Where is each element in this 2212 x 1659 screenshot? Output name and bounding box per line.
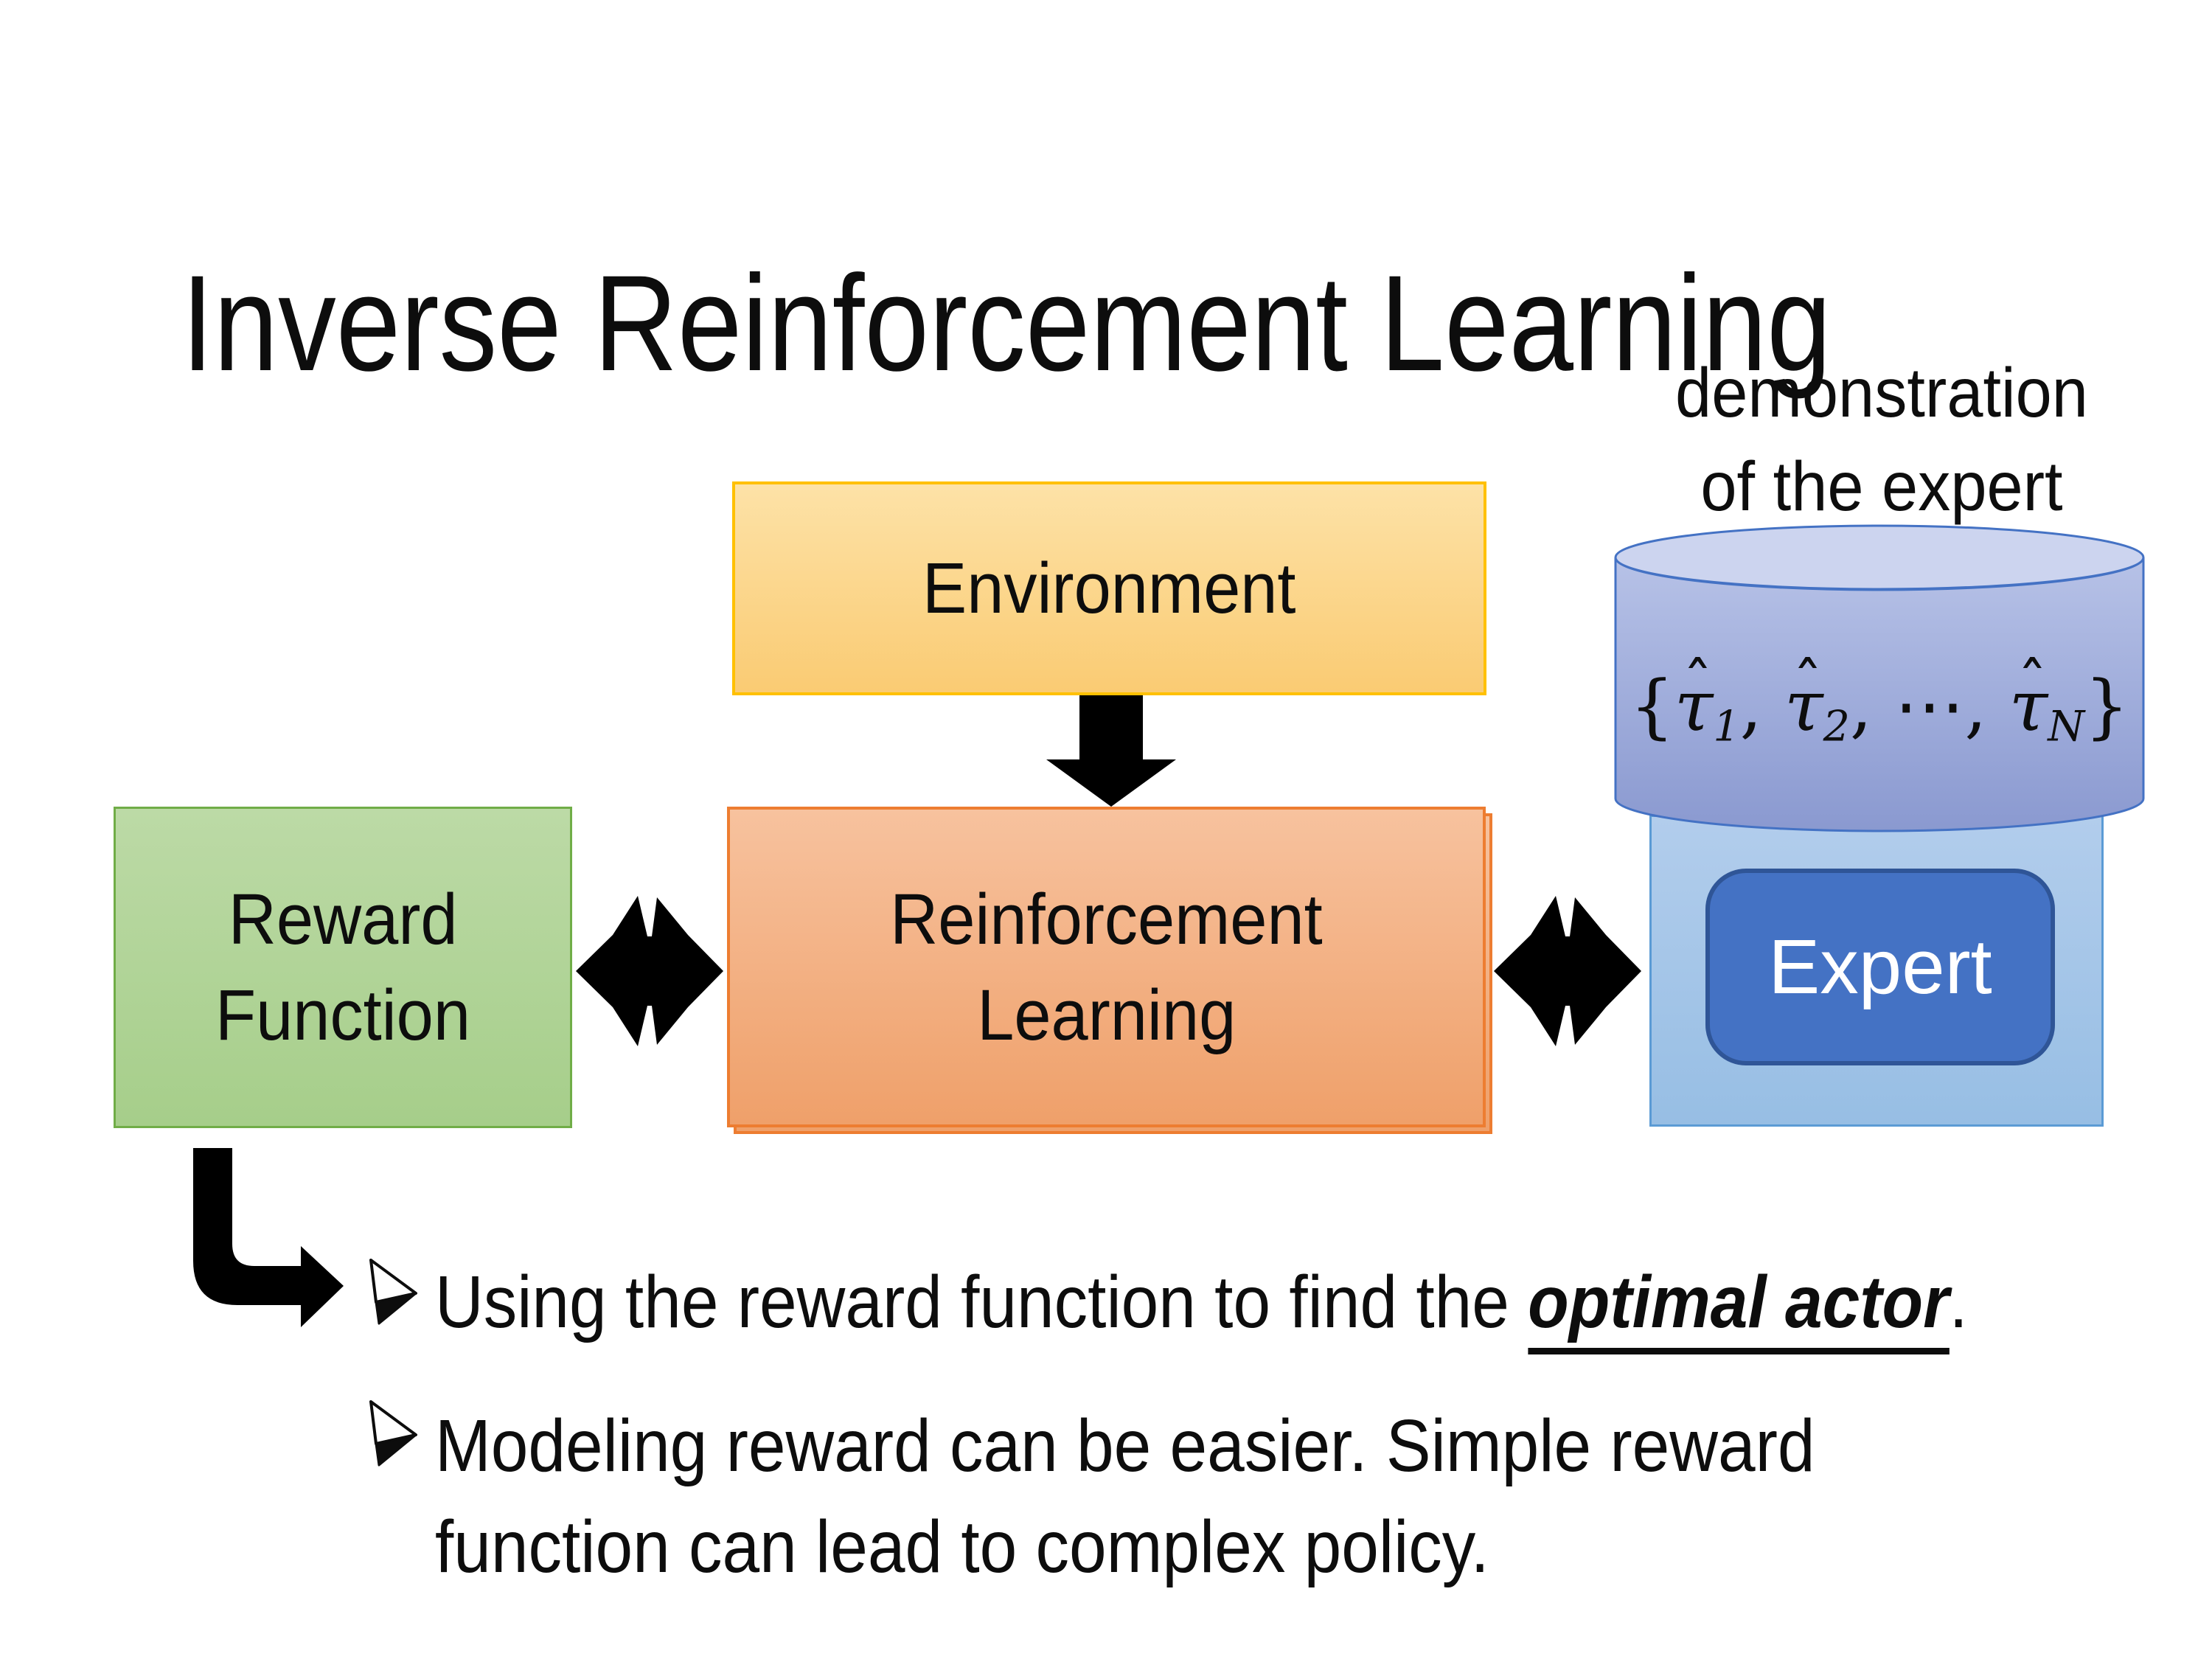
reinforcement-learning-box: Reinforcement Learning [727,807,1486,1127]
bullet1-prefix: Using the reward function to find the [435,1261,1528,1343]
environment-to-rl-arrow-icon [1046,695,1176,807]
reinforcement-learning-label-line1: Reinforcement [890,878,1323,959]
demonstration-caption-line1: demonstration [1675,354,2088,432]
bullet-arrow-icon [369,1259,417,1325]
formula-sub-N: N [2048,702,2085,751]
double-arrow-shape [1494,896,1641,1046]
bullet1-suffix: . [1949,1261,1968,1343]
environment-label: Environment [922,548,1296,629]
formula-sub-1: 1 [1713,702,1740,751]
bullet-item-2: Modeling reward can be easier. Simple re… [435,1396,1815,1598]
bullet-arrow-lower [375,1433,417,1467]
bullet-arrow-icon [369,1400,417,1467]
reinforcement-learning-label-line2: Learning [976,974,1237,1055]
double-arrow-shape [576,896,723,1046]
elbow-arrow-shape [193,1148,344,1327]
bullet2-line2: function can lead to complex policy. [435,1506,1489,1588]
reward-function-box: Reward Function [114,807,572,1128]
bullet1-emphasis: optimal actor [1528,1261,1950,1354]
bullet2-line1: Modeling reward can be easier. Simple re… [435,1405,1815,1487]
demonstration-database-icon [1614,524,2145,832]
formula-sub-2: 2 [1823,702,1850,751]
formula-close-brace: } [2084,666,2129,747]
environment-box: Environment [732,481,1486,695]
formula-open-brace: { [1630,666,1674,747]
expert-label: Expert [1768,923,1992,1010]
reward-function-label-line1: Reward [228,879,458,960]
down-arrow-shape [1046,695,1176,807]
rl-expert-double-arrow-icon [1494,896,1641,1046]
reward-rl-double-arrow-icon [576,896,723,1046]
reward-to-bullet-elbow-arrow-icon [193,1148,344,1327]
expert-box: Expert [1705,869,2055,1065]
formula-dots: ⋯ [1894,666,1965,747]
demonstration-caption: demonstration of the expert [1633,347,2129,535]
slide-title: Inverse Reinforcement Learning [181,248,1832,400]
bullet-item-1: Using the reward function to find the op… [435,1252,1968,1354]
bullet-arrow-lower [375,1292,417,1325]
reward-function-label-line2: Function [215,975,470,1055]
cylinder-top [1614,524,2145,591]
demonstration-caption-line2: of the expert [1700,448,2063,526]
